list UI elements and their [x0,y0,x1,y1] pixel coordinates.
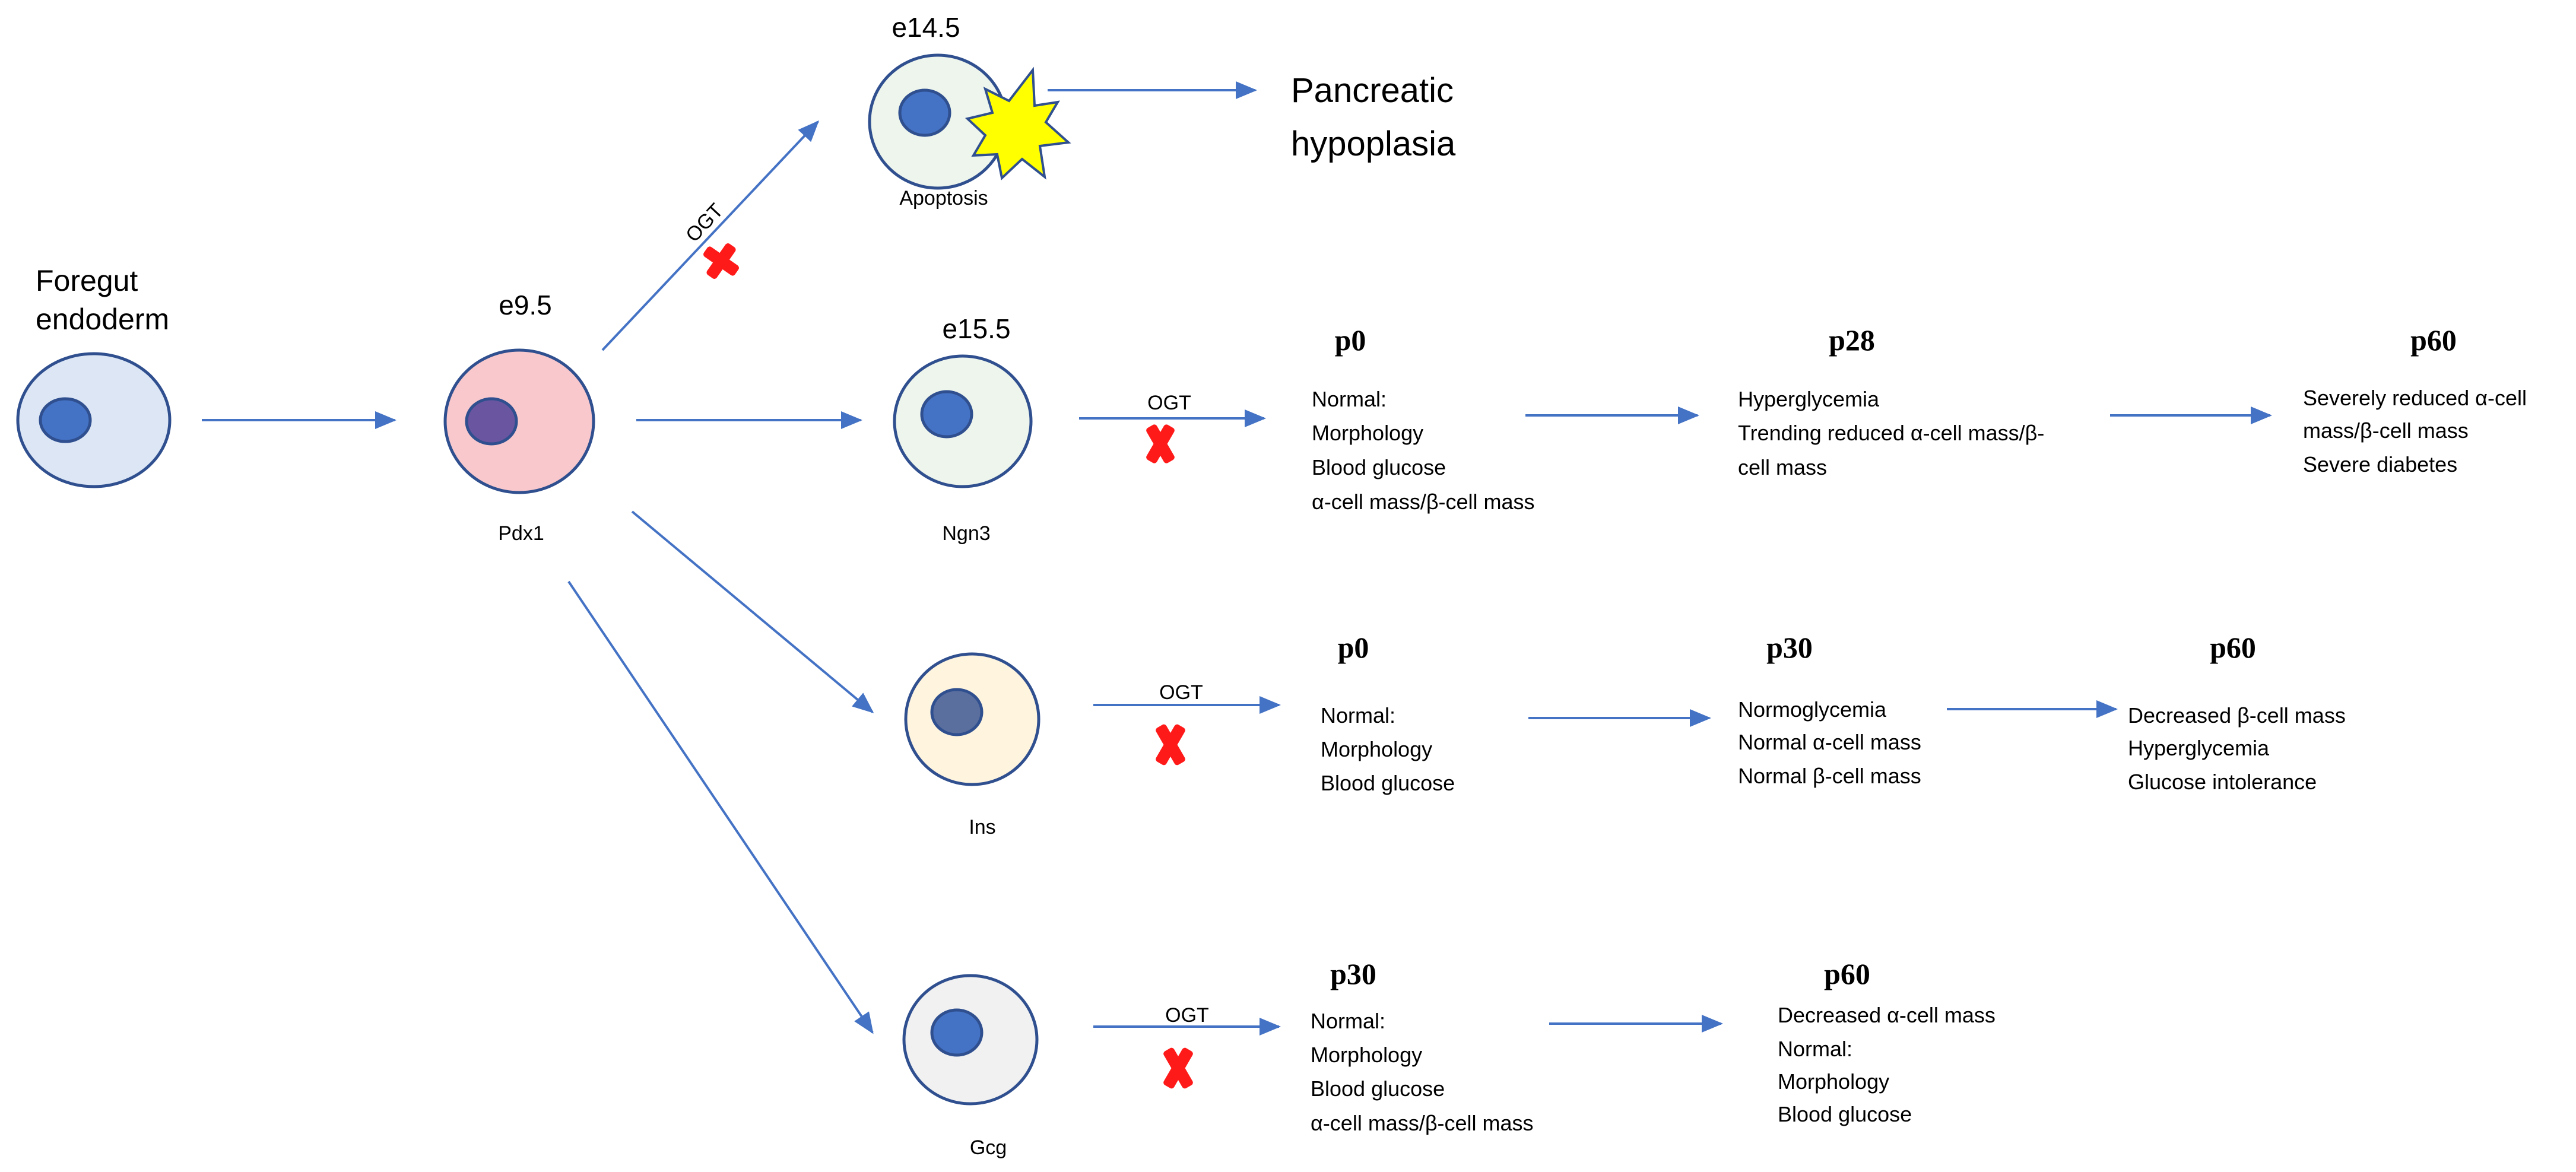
ins-label: Ins [969,816,995,838]
knockout-cross-icon [703,243,739,279]
ngn3-p28-line: Hyperglycemia [1738,387,1880,411]
gcg-ogt-label: OGT [1165,1004,1209,1027]
ins-ogt-label: OGT [1159,681,1203,704]
gcg-p30-line: α-cell mass/β-cell mass [1311,1111,1534,1135]
ngn3-p28-line: Trending reduced α-cell mass/β- [1738,421,2044,445]
ngn3-p60-line: mass/β-cell mass [2303,418,2469,443]
cell-ins [904,652,1040,786]
knockout-cross-icon [1163,1047,1193,1089]
nucleus-icon [930,1008,984,1057]
ngn3-p28-line: cell mass [1738,455,1827,479]
cell-gcg [902,974,1039,1106]
ngn3-label: Ngn3 [942,522,990,545]
knockout-cross-icon [1146,424,1175,463]
ngn3-p0-line: Normal: [1312,387,1387,411]
ngn3-p60-line: Severely reduced α-cell [2303,386,2527,410]
ngn3-p60-line: Severe diabetes [2303,452,2457,477]
ins-p0-stage: p0 [1338,631,1369,664]
ngn3-p0-line: Blood glucose [1312,455,1446,479]
gcg-p30-stage: p30 [1330,957,1376,990]
ngn3-p28-stage: p28 [1829,323,1875,357]
ins-p60-stage: p60 [2210,631,2256,664]
arrow-pdx1-to-ins [631,510,874,713]
ins-p30-line: Normoglycemia [1738,697,1887,722]
apoptosis-burst-icon [965,66,1071,180]
apoptosis-outcome-line2: hypoplasia [1291,125,1456,163]
pdx1-stage: e9.5 [499,290,552,320]
cell-foregut-endoderm [16,352,172,488]
ins-p0-line: Morphology [1321,737,1432,761]
nucleus-icon [920,390,973,439]
gcg-p30-line: Morphology [1311,1043,1422,1067]
gcg-p60-line: Morphology [1778,1069,1889,1094]
ins-p0-line: Normal: [1321,703,1395,728]
ngn3-p0-stage: p0 [1335,323,1366,357]
ins-p30-stage: p30 [1766,631,1813,664]
arrow-pdx1-to-e145 [601,120,820,351]
apoptosis-cell-label: Apoptosis [899,187,988,209]
gcg-p60-line: Normal: [1778,1037,1852,1061]
ins-p60-line: Hyperglycemia [2128,736,2270,760]
ngn3-ogt-label: OGT [1147,392,1191,414]
nucleus-icon [465,397,518,446]
ngn3-p0-line: α-cell mass/β-cell mass [1312,490,1535,514]
gcg-label: Gcg [970,1136,1007,1159]
ins-p0-line: Blood glucose [1321,771,1455,795]
apoptosis-arrow-ogt-label: OGT [681,199,728,247]
origin-label-line1: Foregut [36,264,138,297]
pdx1-label: Pdx1 [498,522,544,545]
gcg-p60-line: Blood glucose [1778,1102,1912,1126]
ngn3-p0-line: Morphology [1312,421,1423,445]
ins-p30-line: Normal β-cell mass [1738,764,1921,788]
ins-p60-line: Decreased β-cell mass [2128,703,2346,728]
ins-p60-line: Glucose intolerance [2128,770,2317,794]
apoptosis-stage: e14.5 [892,12,960,43]
nucleus-icon [930,688,984,736]
cell-pdx1 [443,348,595,494]
nucleus-icon [898,88,951,137]
arrow-pdx1-to-gcg [567,580,874,1034]
gcg-p30-line: Blood glucose [1311,1076,1445,1101]
apoptosis-outcome-line1: Pancreatic [1291,71,1454,110]
cell-ngn3 [893,354,1033,488]
gcg-p30-line: Normal: [1311,1009,1385,1033]
knockout-cross-icon [1156,724,1185,766]
ngn3-stage: e15.5 [942,313,1010,344]
origin-label-line2: endoderm [36,303,169,336]
nucleus-icon [39,397,92,443]
cell-apoptotic [868,53,1071,190]
ngn3-p60-stage: p60 [2410,323,2457,357]
gcg-p60-stage: p60 [1824,957,1870,990]
gcg-p60-line: Decreased α-cell mass [1778,1003,1996,1027]
ins-p30-line: Normal α-cell mass [1738,730,1921,754]
